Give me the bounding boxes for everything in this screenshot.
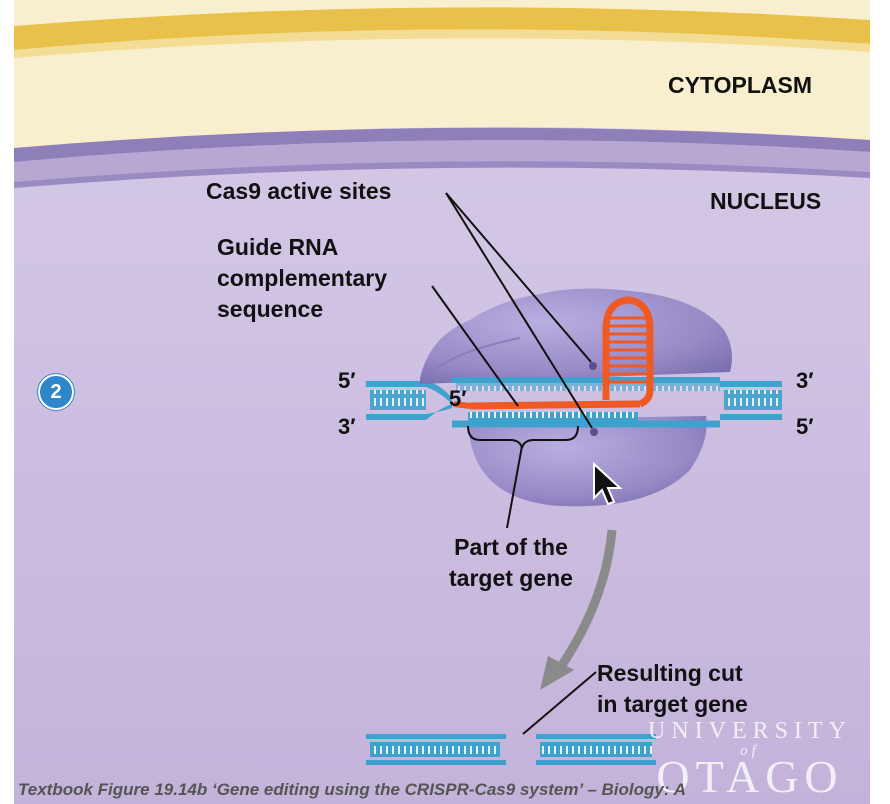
watermark-line: UNIVERSITY	[648, 718, 852, 744]
guide-rna-label-line: Guide RNA	[217, 234, 339, 260]
guide-rna-label-line: sequence	[217, 296, 324, 322]
guide-rna-label-line: complementary	[217, 265, 388, 291]
cas9-upper-lobe	[420, 288, 732, 384]
pointer-line-active-top	[445, 192, 592, 363]
guide-rna-label: Guide RNA complementary sequence	[217, 232, 387, 325]
target-gene-label-line: Part of the	[454, 534, 568, 560]
watermark-line: of	[740, 743, 760, 759]
target-gene-bracket	[467, 425, 579, 449]
nuclear-envelope	[14, 127, 870, 162]
strand-end-left-bottom: 3′	[338, 414, 356, 439]
resulting-cut-label-line: in target gene	[597, 691, 748, 717]
plasma-membrane	[14, 7, 870, 51]
dna-double-strand-left	[366, 381, 452, 420]
guide-rna-5-prime-end: 5′	[449, 386, 467, 411]
dna-double-strand-right	[720, 381, 782, 420]
pointer-line-active-bottom	[445, 192, 593, 429]
cut-dna-fragment-right	[536, 734, 656, 765]
university-watermark: UNIVERSITY of OTAGO	[630, 718, 870, 803]
guide-rna	[453, 296, 654, 410]
pointer-line-target-gene	[506, 445, 523, 529]
watermark-line: OTAGO	[656, 751, 844, 802]
cas9-active-sites-label: Cas9 active sites	[206, 178, 392, 204]
cas9-lower-lobe	[468, 416, 707, 507]
strand-end-right-top: 3′	[796, 368, 814, 393]
nucleus-label: NUCLEUS	[710, 188, 822, 214]
strand-end-right-bottom: 5′	[796, 414, 814, 439]
figure-caption: Textbook Figure 19.14b ‘Gene editing usi…	[18, 780, 686, 799]
pointer-line-guide-rna	[431, 285, 519, 407]
resulting-cut-label-line: Resulting cut	[597, 660, 743, 686]
cut-dna-fragment-left	[366, 734, 506, 765]
target-gene-label: Part of the target gene	[420, 532, 602, 594]
target-gene-label-line: target gene	[449, 565, 573, 591]
step-number-badge: 2	[38, 374, 74, 410]
cytoplasm-label: CYTOPLASM	[668, 72, 812, 98]
pointer-line-resulting-cut	[522, 671, 597, 735]
cas9-active-site-top	[589, 362, 597, 370]
strand-end-left-top: 5′	[338, 368, 356, 393]
process-arrow	[556, 529, 617, 671]
resulting-cut-label: Resulting cut in target gene	[597, 658, 748, 720]
cas9-active-site-bottom	[590, 428, 598, 436]
mouse-pointer-icon	[592, 461, 624, 515]
